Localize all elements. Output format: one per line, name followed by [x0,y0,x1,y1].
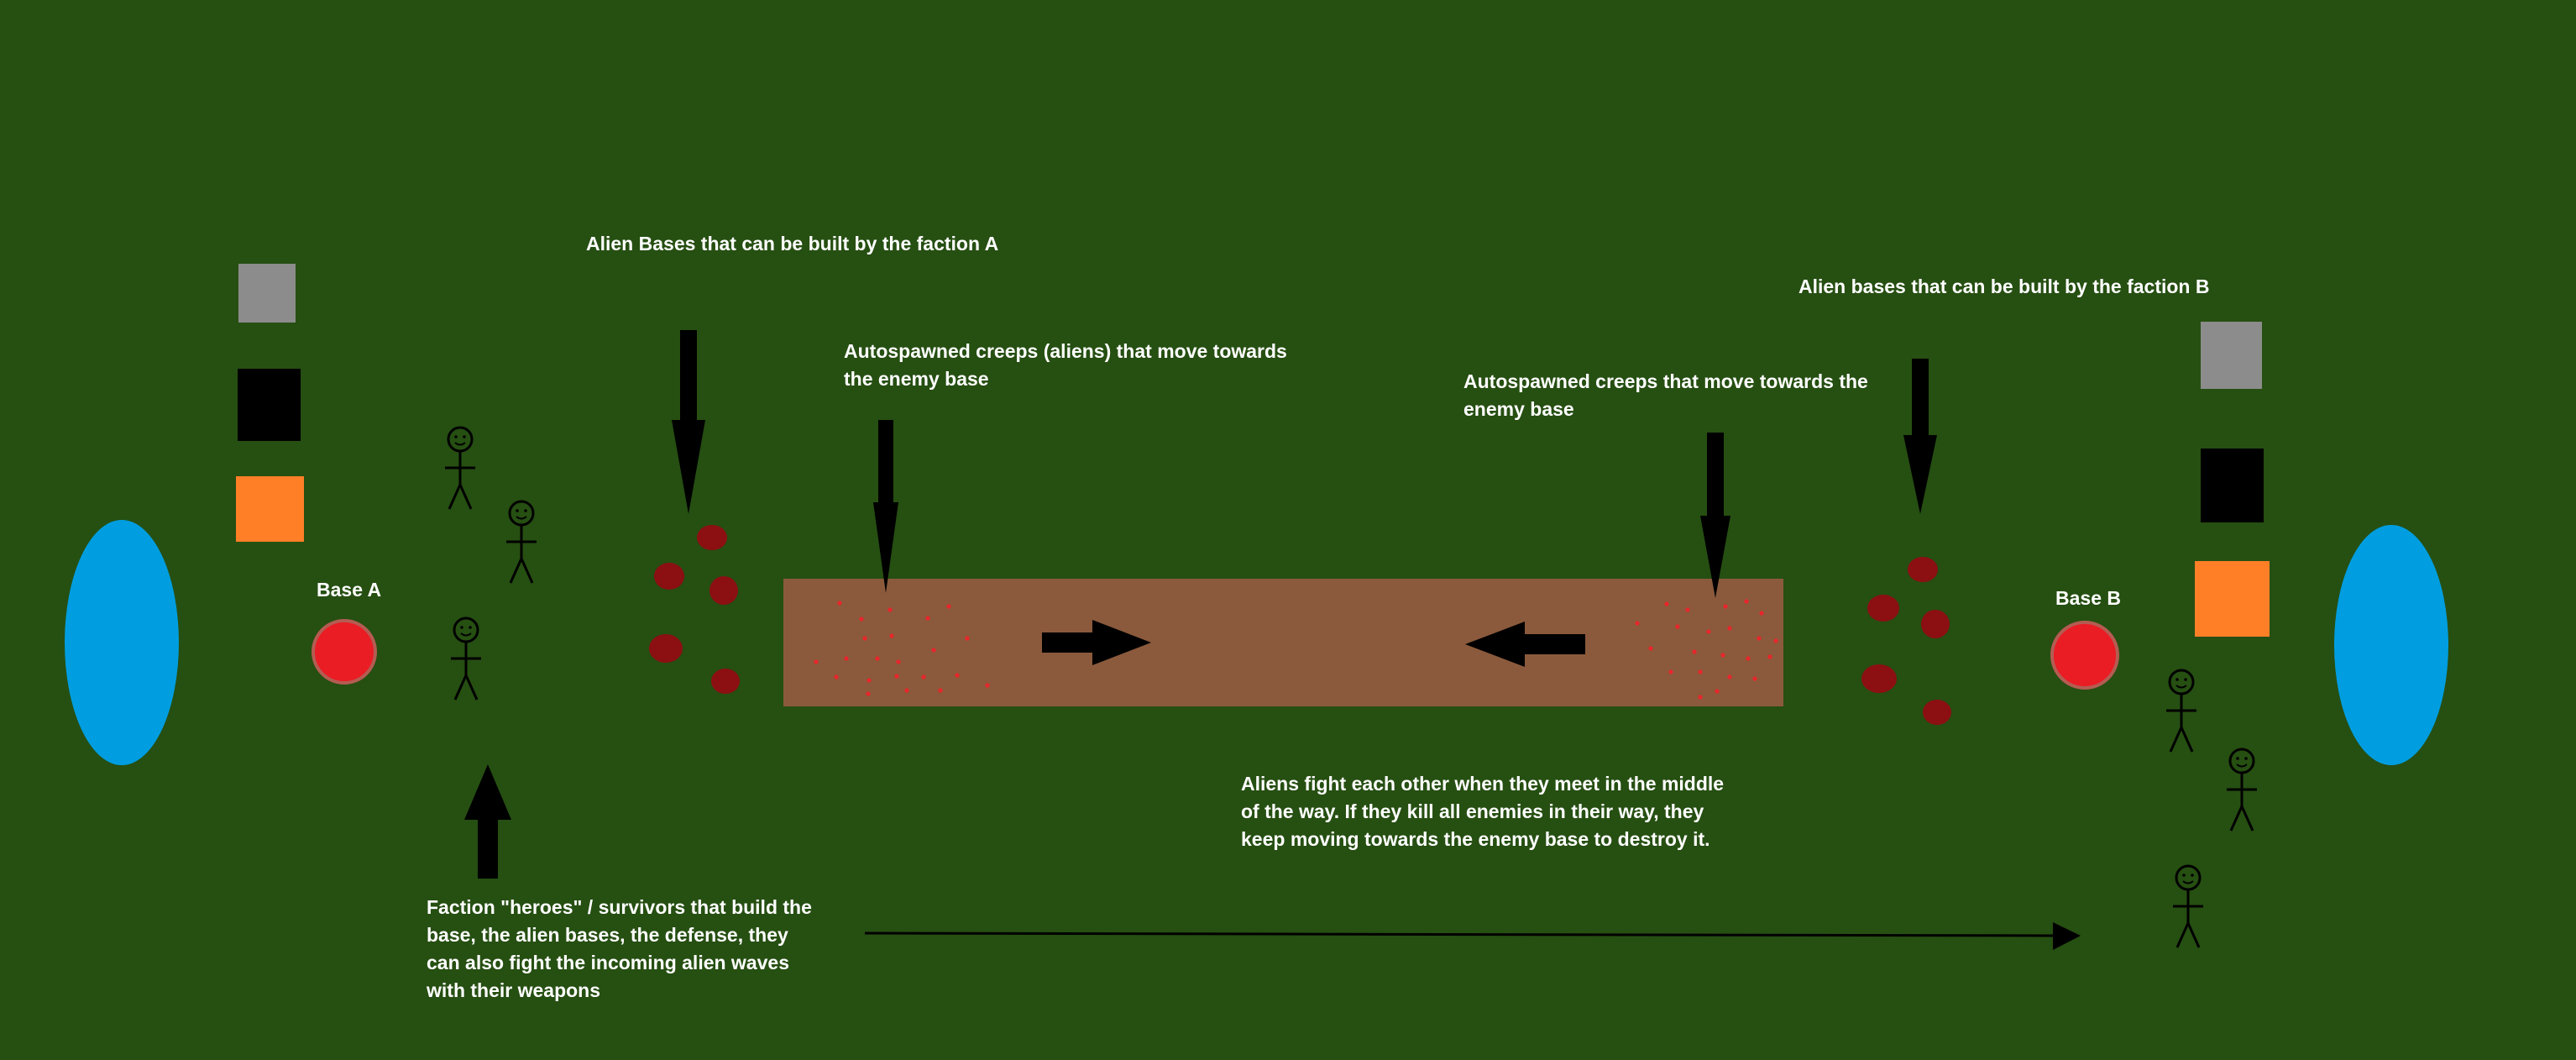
building-gray-a [238,264,296,323]
hero-a-2 [505,500,538,585]
base-b-core [2050,621,2119,690]
hero-a-1 [443,426,477,511]
arrow-down-alien-bases-b [1903,359,1937,514]
alien-base-b-2 [1867,595,1899,622]
base-a-core [312,619,377,685]
alien-base-a-4 [649,634,683,663]
arrow-long-head [2053,922,2081,950]
lane-arrow-right [1042,620,1151,665]
label-aliens-fight: Aliens fight each other when they meet i… [1241,773,1725,850]
alien-base-a-2 [654,563,684,590]
spawn-portal-a [65,520,179,765]
building-orange-b [2195,561,2270,637]
spawn-portal-b [2334,525,2448,765]
label-alien-bases-a: Alien Bases that can be built by the fac… [586,233,999,255]
alien-base-b-3 [1921,610,1950,638]
building-orange-a [236,476,304,542]
creeps-a [814,601,990,696]
lane [783,579,1783,706]
label-base-a: Base A [317,579,382,601]
hero-a-3 [449,617,483,701]
alien-base-a-5 [711,669,740,694]
hero-b-2 [2225,748,2259,832]
label-heroes: Faction "heroes" / survivors that build … [427,896,812,1001]
alien-base-a-1 [697,525,727,550]
arrow-down-alien-bases-a [672,330,705,514]
hero-b-1 [2165,669,2198,753]
label-creeps-a: Autospawned creeps (aliens) that move to… [844,340,1287,390]
alien-base-b-5 [1923,700,1951,725]
building-black-a [238,369,301,441]
arrow-down-creeps-a [873,420,898,593]
label-alien-bases-b: Alien bases that can be built by the fac… [1798,275,2210,297]
building-gray-b [2201,322,2262,389]
hero-b-3 [2171,864,2205,949]
alien-base-a-3 [709,576,738,605]
alien-base-b-4 [1861,664,1897,693]
arrow-up-heroes [464,764,511,879]
arrow-long-line [864,931,2054,937]
label-creeps-b: Autospawned creeps that move towards the… [1463,370,1868,420]
alien-base-b-1 [1908,557,1938,582]
arrow-down-creeps-b [1700,433,1730,598]
creeps-b [1635,599,1778,700]
building-black-b [2201,449,2264,522]
label-base-b: Base B [2055,587,2121,609]
lane-arrow-left [1465,622,1585,667]
